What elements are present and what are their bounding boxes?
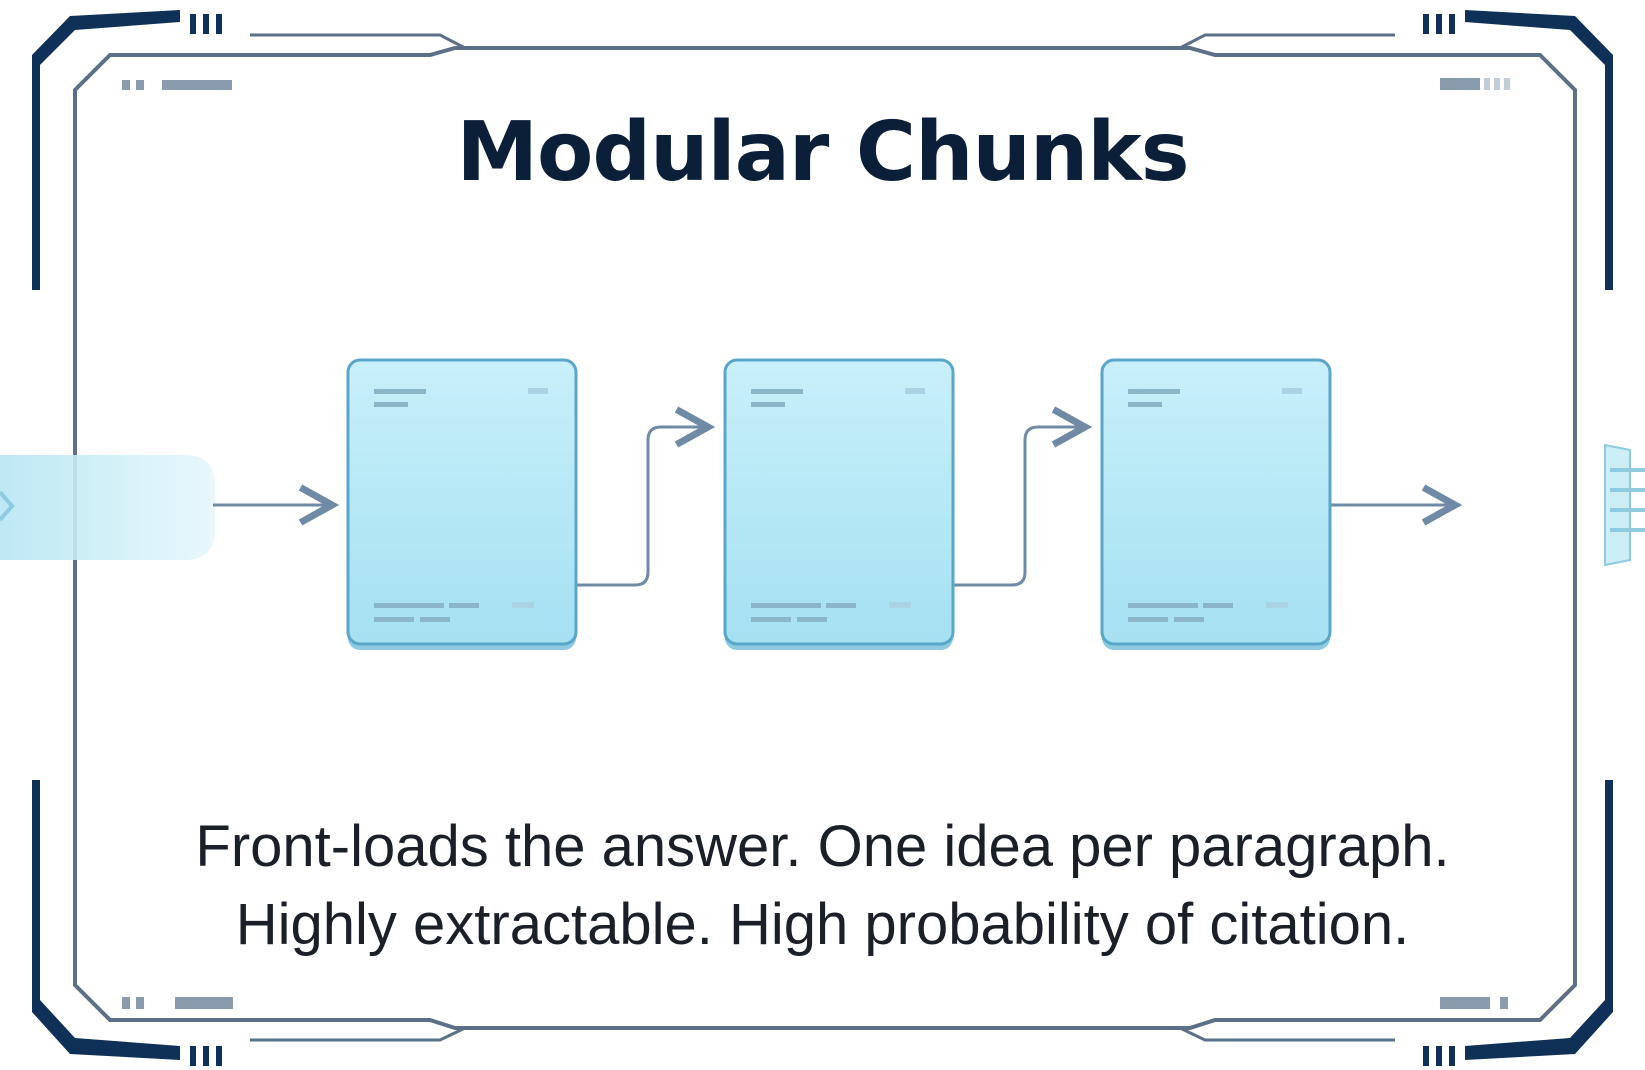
chunk-card-3: [1100, 358, 1332, 650]
chunk-card-2: [723, 358, 955, 650]
diagram-title: Modular Chunks: [456, 105, 1189, 200]
diagram-caption: Front-loads the answer. One idea per par…: [0, 808, 1645, 964]
arrow-chunk-1-to-chunk-2: [576, 427, 708, 587]
input-tab: [0, 455, 215, 560]
caption-line-2: Highly extractable. High probability of …: [235, 892, 1410, 957]
frame-inner-border: [73, 46, 1577, 1030]
frame-corner-bottom-left: [32, 780, 222, 1066]
caption-line-1: Front-loads the answer. One idea per par…: [195, 814, 1450, 879]
arrow-chunk-2-to-chunk-3: [953, 427, 1085, 587]
frame-corner-bottom-right: [1423, 780, 1613, 1066]
frame-corner-top-left: [32, 10, 222, 290]
output-connector: [1604, 443, 1645, 567]
frame-corner-top-right: [1423, 10, 1613, 290]
frame-indicator-marks: [122, 78, 1510, 1009]
chunk-card-1: [346, 358, 578, 650]
